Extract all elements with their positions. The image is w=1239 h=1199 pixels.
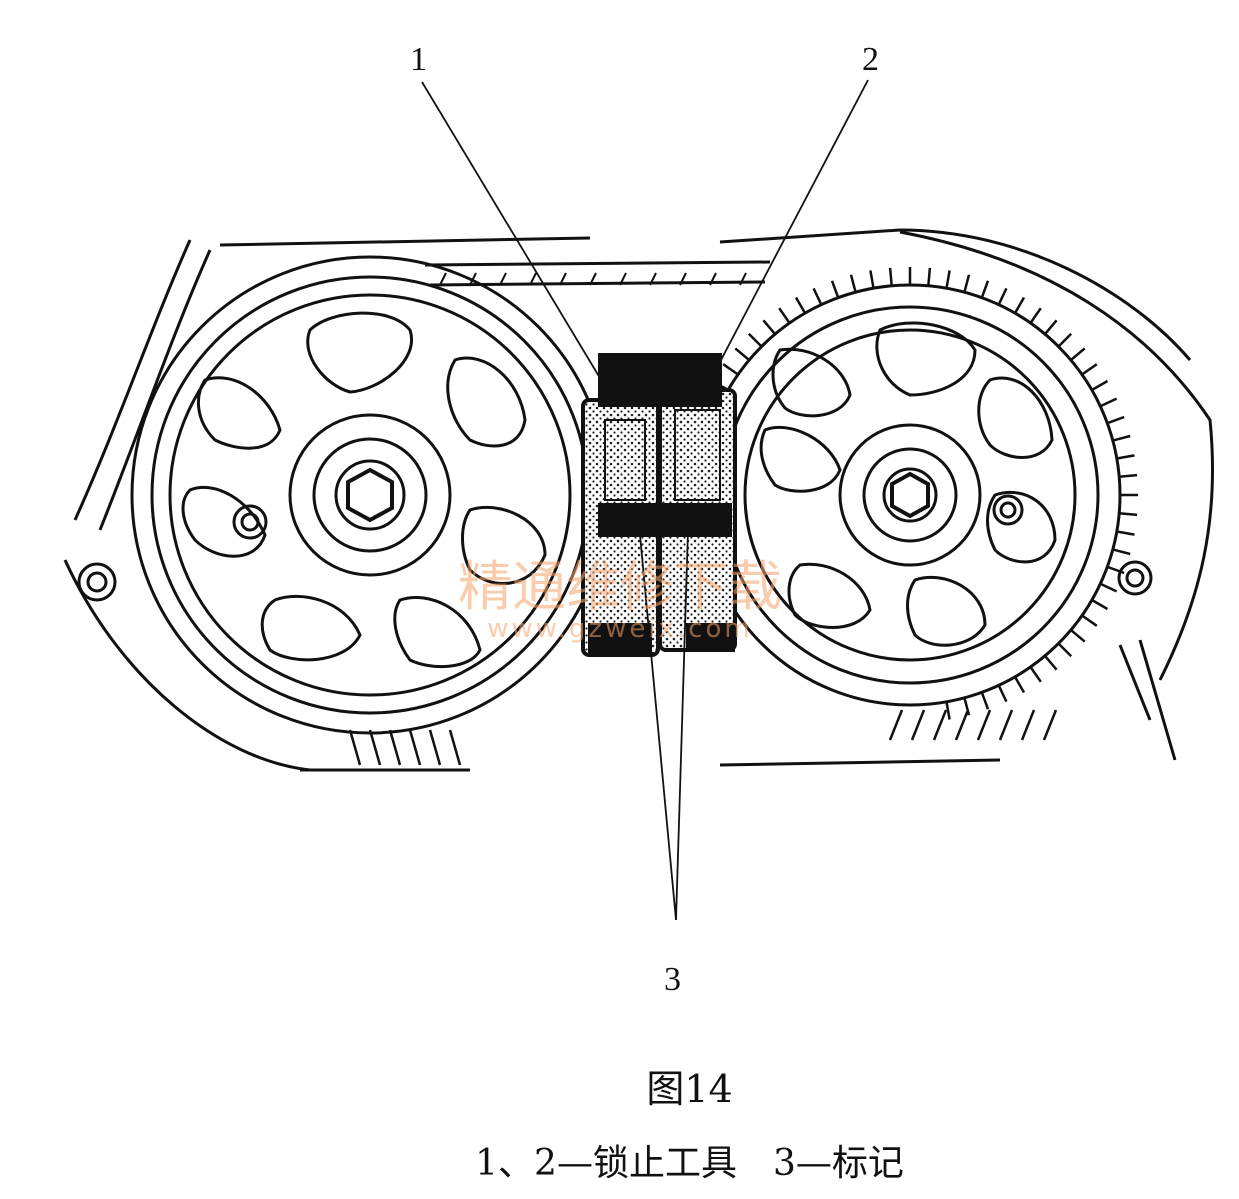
cover-bolt-left: [77, 562, 117, 602]
lower-gear-teeth-right: [888, 709, 1058, 741]
left-camshaft-sprocket: [130, 255, 610, 735]
lower-gear-teeth-left: [348, 729, 462, 766]
watermark-cn: 精通维修下载: [458, 555, 782, 618]
callout-2: 2: [862, 41, 879, 78]
locking-tool-body: [581, 353, 737, 657]
figure-title: 图14: [646, 1067, 733, 1111]
callout-3: 3: [664, 961, 681, 998]
engine-cover-outline: [63, 228, 1215, 772]
leader-lines: [421, 79, 869, 921]
right-camshaft-sprocket: [698, 283, 1122, 707]
cover-bolt-right: [1117, 560, 1153, 596]
figure-caption: 1、2—锁止工具 3—标记: [475, 1143, 904, 1184]
watermark-url: www.gzweix.com: [487, 614, 753, 644]
callout-1: 1: [410, 41, 427, 78]
